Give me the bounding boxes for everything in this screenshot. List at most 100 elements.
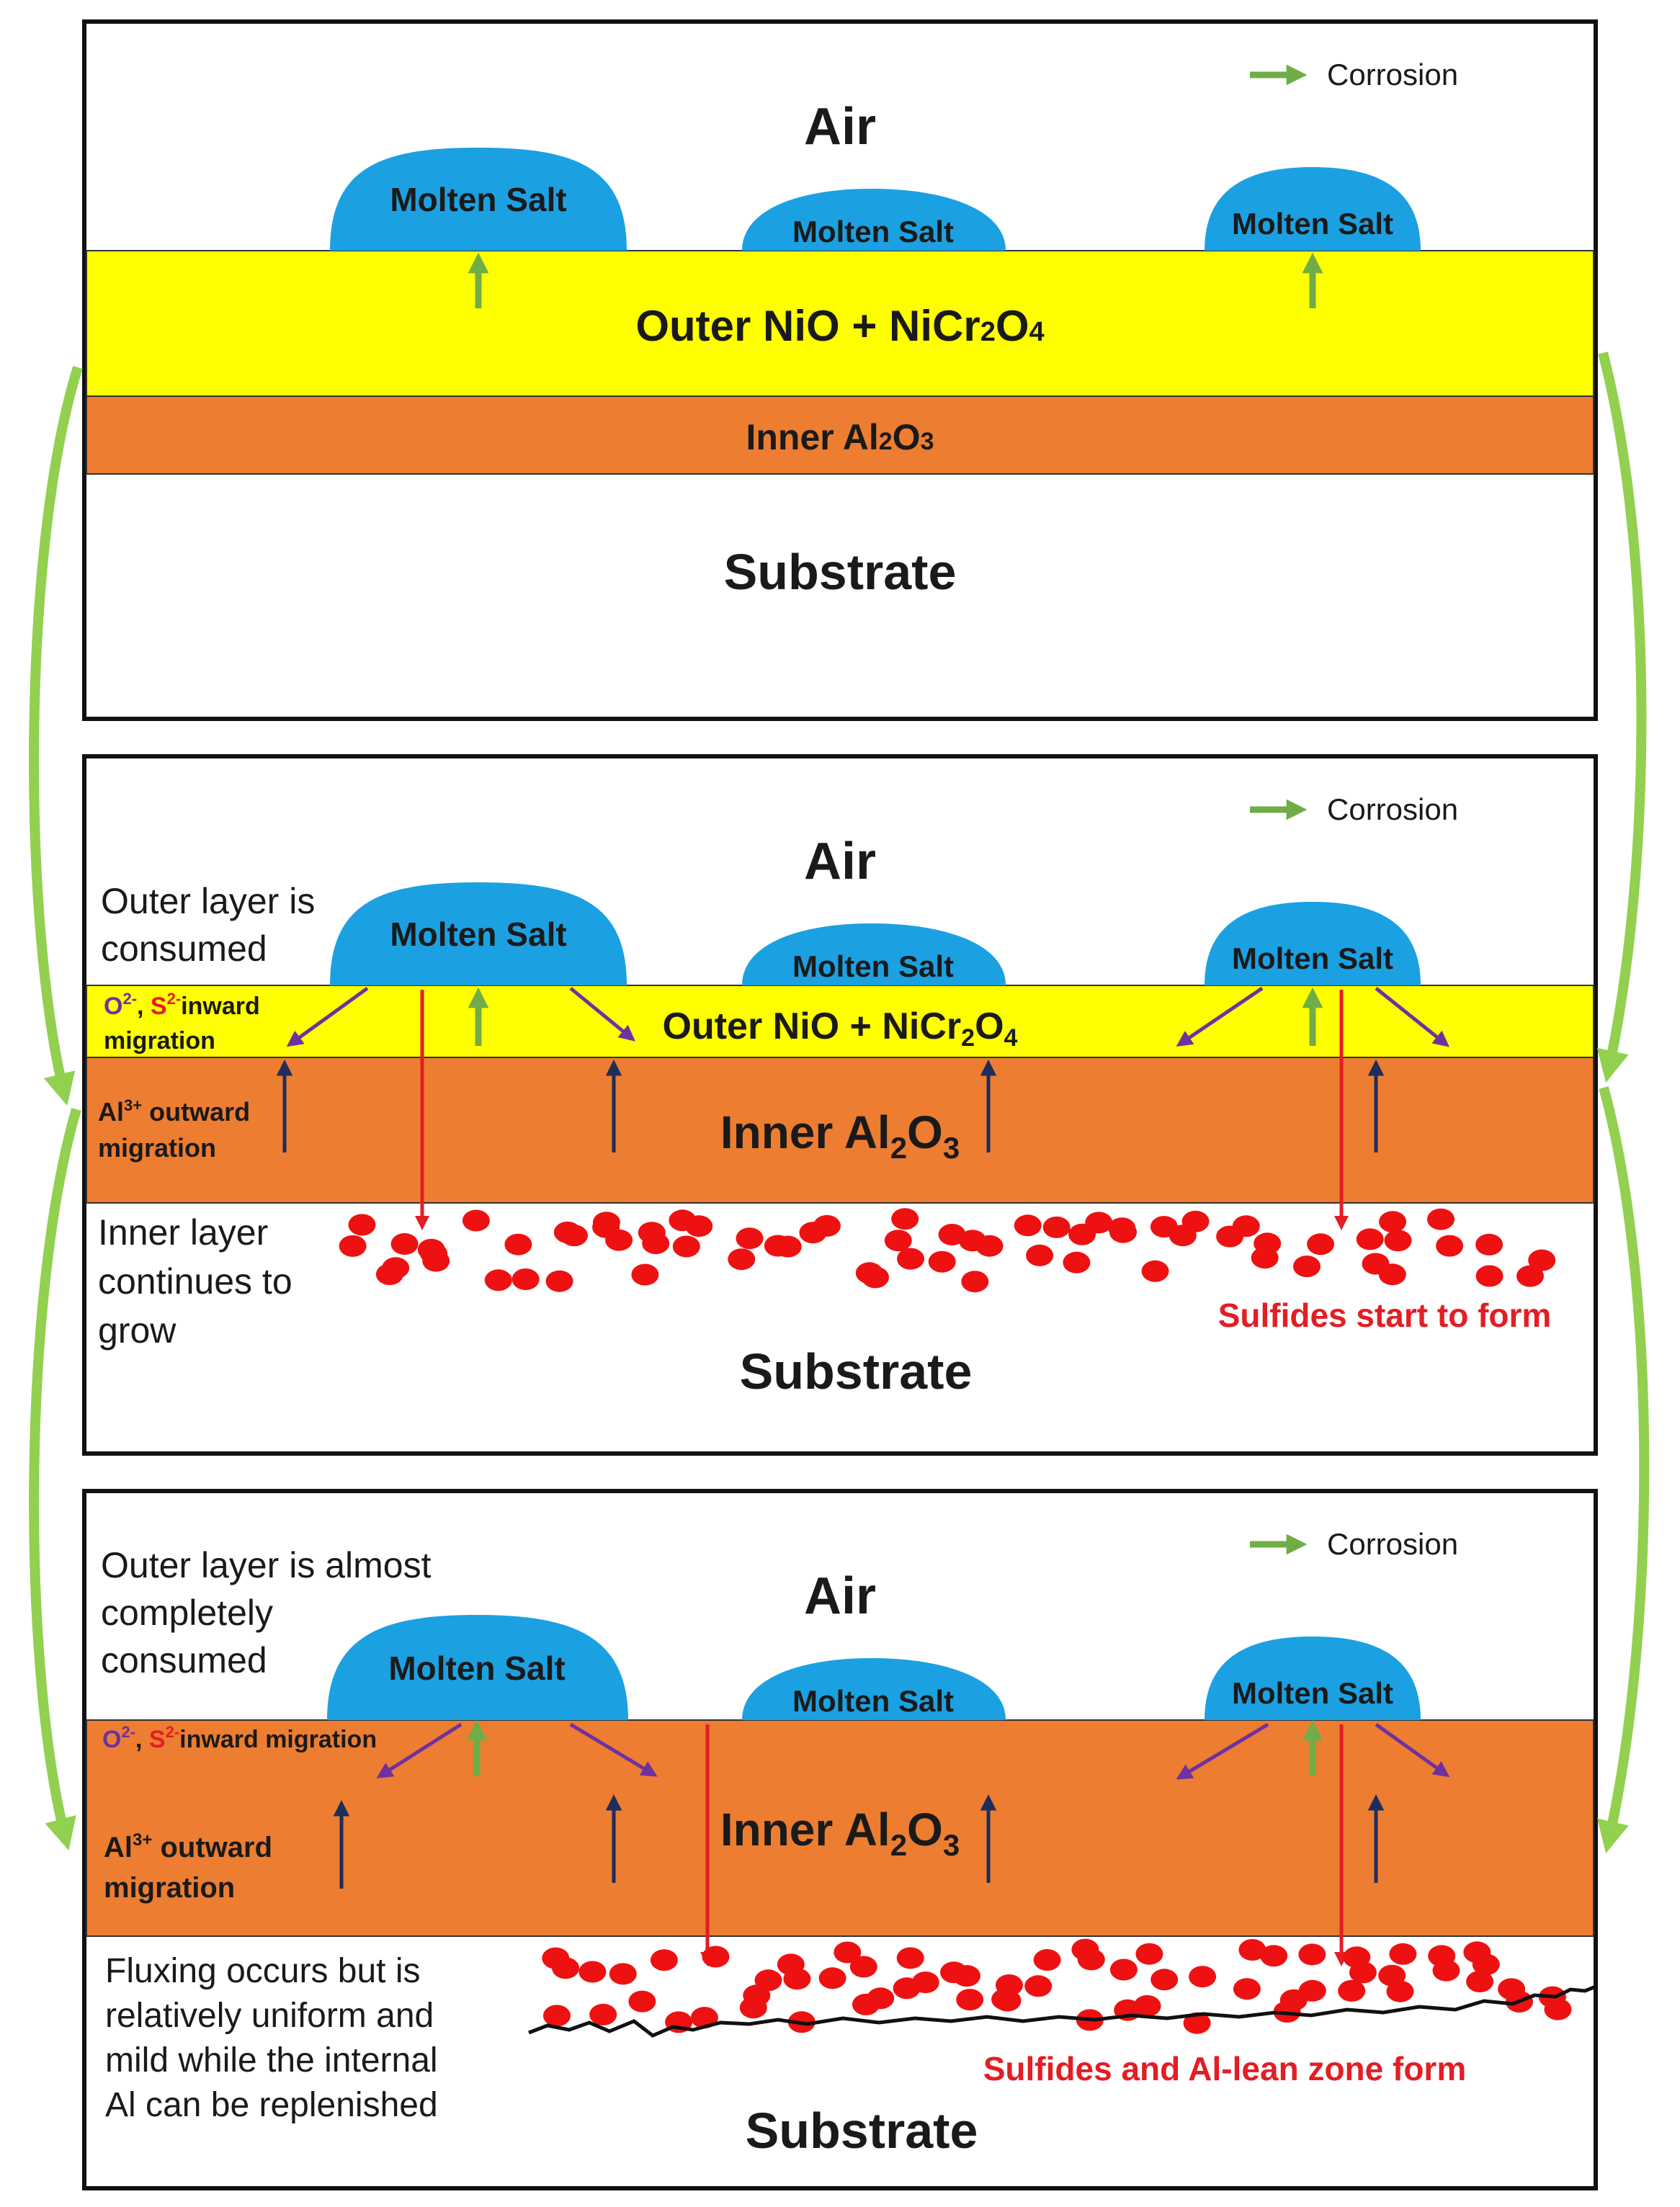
sulfide-particle <box>862 1266 889 1289</box>
molten-salt-droplet <box>1205 167 1421 251</box>
sulfide-particle <box>818 1967 846 1989</box>
sulfide-particle <box>1544 1998 1572 2020</box>
inward-migration-arrow <box>569 987 635 1042</box>
molten-salt-label: Molten Salt <box>1232 207 1393 241</box>
sulfide-particle <box>1389 1943 1417 1965</box>
sulfide-particle <box>1071 1938 1099 1961</box>
inward-migration-label: O2-, S2-inward migration <box>102 1723 377 1753</box>
sulfide-particle <box>1475 1265 1503 1287</box>
molten-salt-droplet <box>1205 1637 1421 1720</box>
substrate-label: Substrate <box>740 1343 973 1400</box>
air-label: Air <box>804 1567 876 1625</box>
sulfide-particle <box>1232 1215 1260 1237</box>
outer-layer-label: Outer NiO + NiCr2O4 <box>663 1006 1018 1052</box>
sulfide-particle <box>813 1214 841 1237</box>
molten-salt-label: Molten Salt <box>1232 1676 1393 1710</box>
sulfide-particle <box>1150 1969 1179 1991</box>
sulfide-particle <box>1026 1244 1054 1266</box>
sulfide-particle <box>1024 1975 1053 1997</box>
sulfide-particle <box>690 2007 718 2029</box>
sulfide-particle <box>702 1946 730 1968</box>
sulfide-particle <box>390 1233 419 1255</box>
sulfide-particle <box>1428 1945 1456 1967</box>
sulfide-particle <box>1307 1233 1335 1255</box>
sulfide-particle <box>928 1250 956 1273</box>
sulfide-particle <box>339 1235 367 1257</box>
sulfide-particle <box>975 1235 1004 1257</box>
sulfide-particle <box>956 1989 984 2011</box>
sulfide-particle <box>504 1233 532 1255</box>
sulfide-particle <box>420 1243 448 1265</box>
sulfide-particle <box>897 1248 924 1270</box>
panel-1: Molten Salt Molten Salt Molten Salt Corr… <box>82 19 1598 721</box>
molten-salt-label: Molten Salt <box>1232 941 1393 975</box>
sulfide-particle <box>1109 1958 1138 1981</box>
inward-migration-arrow <box>286 986 369 1047</box>
sulfide-particle <box>1528 1249 1556 1271</box>
sulfide-particle <box>462 1209 490 1232</box>
inner-layer-label: Inner Al2O3 <box>720 1804 960 1862</box>
sulfide-particle <box>1386 1980 1414 2002</box>
legend-corrosion-label: Corrosion <box>1327 58 1458 91</box>
sulfide-particle <box>852 1993 880 2015</box>
molten-salt-label: Molten Salt <box>390 916 566 953</box>
progression-arrow <box>29 365 83 1106</box>
sulfide-particle <box>1135 1943 1163 1965</box>
sulfide-particle <box>650 1949 678 1971</box>
sulfide-particle <box>1338 1979 1366 2002</box>
molten-salt-droplet <box>742 189 1006 251</box>
inner-oxide-layer <box>86 395 1594 475</box>
sulfide-particle <box>592 1212 620 1234</box>
sulfide-particle <box>1233 1978 1261 2000</box>
sulfide-particle <box>1293 1255 1321 1278</box>
sulfide-particle <box>484 1269 512 1291</box>
sulfide-particle <box>1466 1971 1494 1992</box>
progression-arrow <box>1596 352 1647 1083</box>
sulfide-particle <box>609 1963 637 1985</box>
air-label: Air <box>804 98 876 156</box>
molten-salt-droplet <box>742 923 1006 985</box>
inward-migration-arrow <box>1176 1722 1269 1780</box>
molten-salt-label: Molten Salt <box>390 181 566 218</box>
sulfide-particle <box>543 2005 571 2027</box>
sulfide-particle <box>1260 1945 1288 1967</box>
sulfide-particle <box>553 1221 581 1243</box>
sulfide-particle <box>1108 1217 1136 1240</box>
sulfide-particle <box>511 1268 540 1290</box>
air-label: Air <box>804 833 876 890</box>
sulfide-particle <box>849 1956 877 1978</box>
sulfide-particle <box>1343 1946 1371 1969</box>
sulfide-particle <box>777 1953 805 1976</box>
sulfide-particle <box>1475 1233 1503 1255</box>
sulfide-particle <box>1033 1949 1061 1971</box>
sulfide-particle <box>578 1961 607 1983</box>
sulfide-particle <box>1298 1943 1326 1966</box>
sulfide-particle <box>1384 1230 1412 1252</box>
sulfide-particle <box>545 1270 573 1292</box>
legend-corrosion-label: Corrosion <box>1327 792 1458 826</box>
sulfide-particles <box>339 1208 1556 1293</box>
sulfide-particle <box>605 1229 633 1251</box>
inward-migration-arrow <box>1375 987 1450 1047</box>
sulfide-particle <box>834 1941 862 1964</box>
sulfide-particle <box>736 1227 764 1250</box>
sulfide-particle <box>1436 1235 1464 1257</box>
sulfide-particle <box>940 1961 968 1984</box>
sulfide-particle <box>382 1257 410 1279</box>
sulfide-particle <box>896 1947 924 1969</box>
sulfide-particle <box>1379 1211 1407 1233</box>
molten-salt-label: Molten Salt <box>792 1684 954 1718</box>
sulfide-particle <box>589 2003 617 2025</box>
sulfides-label: Sulfides start to form <box>1218 1297 1552 1334</box>
sulfide-particle <box>1238 1939 1266 1961</box>
molten-salt-droplet <box>330 148 627 251</box>
sulfides-label: Sulfides and Al-lean zone form <box>983 2050 1466 2087</box>
sulfide-particle <box>1181 1210 1210 1232</box>
sulfide-particle <box>1427 1208 1455 1230</box>
sulfide-particle <box>348 1214 376 1236</box>
